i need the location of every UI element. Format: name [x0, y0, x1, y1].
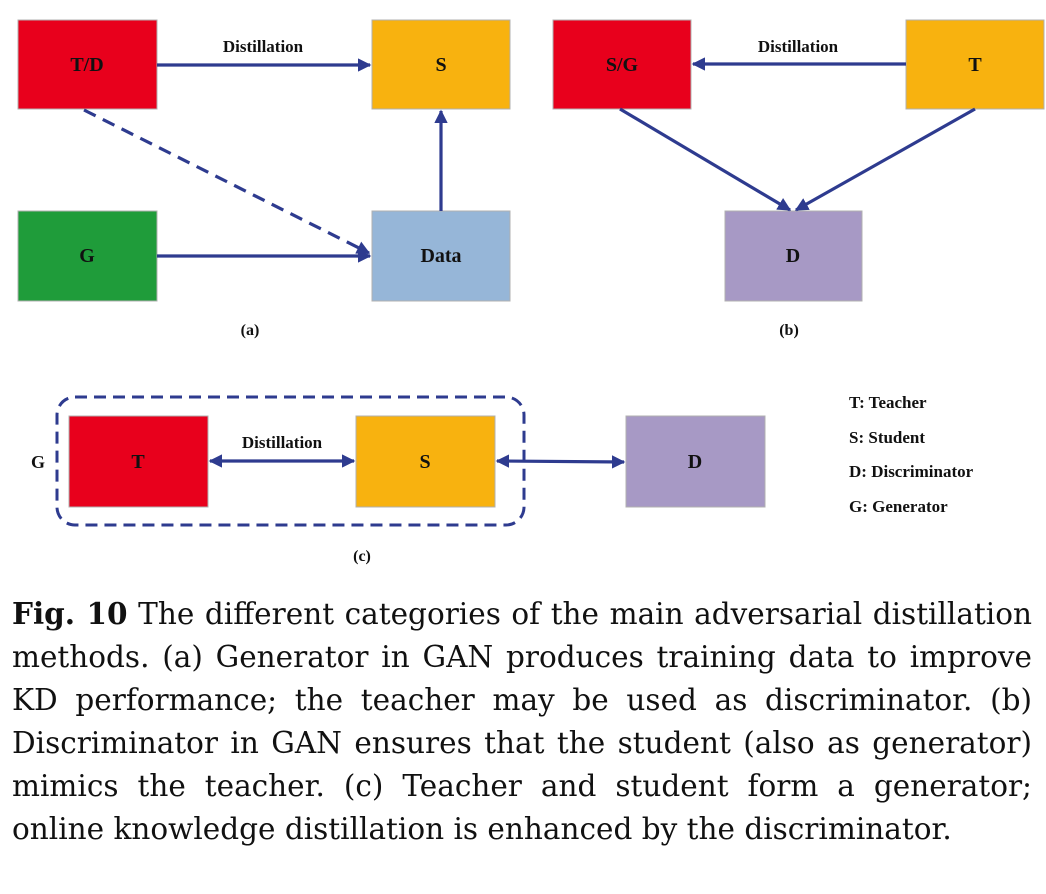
edge-label-distillation: Distillation [758, 37, 839, 56]
box-t [905, 19, 1045, 110]
double-arrow-s-d [495, 454, 626, 469]
box-sg-label: S/G [606, 54, 639, 76]
edge-label-distillation: Distillation [223, 37, 304, 56]
box-t [68, 415, 209, 508]
box-s [371, 19, 511, 110]
figure-number: Fig. 10 [12, 596, 128, 631]
panel-a: T/D S G Data Distillation (a) [17, 19, 511, 339]
box-d-label: D [786, 245, 800, 267]
legend-item-student: S: Student [849, 428, 925, 447]
legend-item-discriminator: D: Discriminator [849, 462, 974, 481]
panel-c: G T S D Distillation (c) [31, 395, 766, 565]
panel-b-label: (b) [779, 322, 799, 339]
edge-label-distillation: Distillation [242, 433, 323, 452]
arrow-t-to-d [794, 107, 976, 212]
arrow-sg-to-d [619, 107, 792, 212]
dashed-arrow-td-to-data [83, 108, 371, 255]
box-g [17, 210, 158, 302]
box-d [625, 415, 766, 508]
box-s [355, 415, 496, 508]
box-s-label: S [419, 451, 430, 473]
box-d [724, 210, 863, 302]
box-t-label: T [968, 54, 982, 76]
box-d-label: D [688, 451, 702, 473]
box-td-label: T/D [70, 54, 103, 76]
legend-item-generator: G: Generator [849, 497, 948, 516]
box-g-label: G [79, 245, 95, 267]
box-s-label: S [435, 54, 446, 76]
generator-group-label: G [31, 452, 45, 472]
diagram-figure: T/D S G Data Distillation (a) S/G T D Di… [17, 19, 1045, 565]
panel-b: S/G T D Distillation (b) [552, 19, 1045, 339]
box-sg [552, 19, 692, 110]
box-td [17, 19, 158, 110]
panel-a-label: (a) [241, 322, 260, 339]
legend: T: Teacher S: Student D: Discriminator G… [849, 393, 974, 516]
box-data [371, 210, 511, 302]
box-t-label: T [131, 451, 145, 473]
figure-caption: Fig. 10 The different categories of the … [12, 592, 1032, 851]
panel-c-label: (c) [353, 548, 371, 565]
legend-item-teacher: T: Teacher [849, 393, 927, 412]
caption-text: The different categories of the main adv… [12, 597, 1032, 846]
box-data-label: Data [420, 245, 461, 267]
